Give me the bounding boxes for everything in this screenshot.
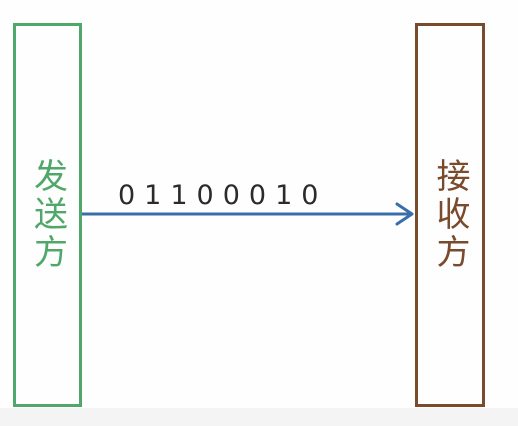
bit-sequence: 01100010 xyxy=(118,180,328,211)
arrow-head xyxy=(395,202,414,226)
receiver-box: 接收方 xyxy=(415,23,485,407)
receiver-label: 接收方 xyxy=(430,158,470,272)
sender-label: 发送方 xyxy=(27,158,68,272)
bottom-strip xyxy=(0,408,518,426)
sender-box: 发送方 xyxy=(13,23,82,407)
